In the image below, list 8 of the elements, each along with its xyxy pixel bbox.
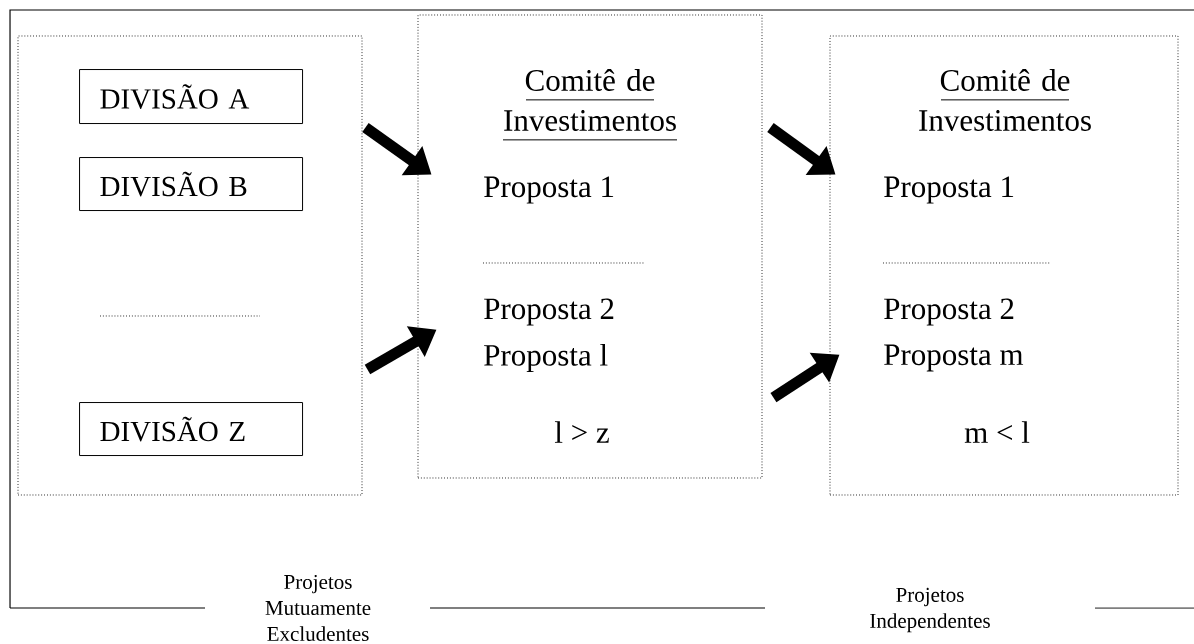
division-box: DIVISÃO A [79,69,304,125]
division-box: DIVISÃO B [79,157,304,212]
section-label: Projetos Independentes [870,587,990,633]
dotted-panel: Comitê de Investimentos Proposta 1 Proposta 2 Proposta l l > z [417,14,763,479]
division-box: DIVISÃO Z [79,402,304,457]
dotted-panel [17,35,363,496]
section-label: Projetos Mutuamente Excludentes [265,574,371,642]
dotted-panel: Comitê de Investimentos Proposta 1 Proposta 2 Proposta m m < l [829,35,1179,496]
